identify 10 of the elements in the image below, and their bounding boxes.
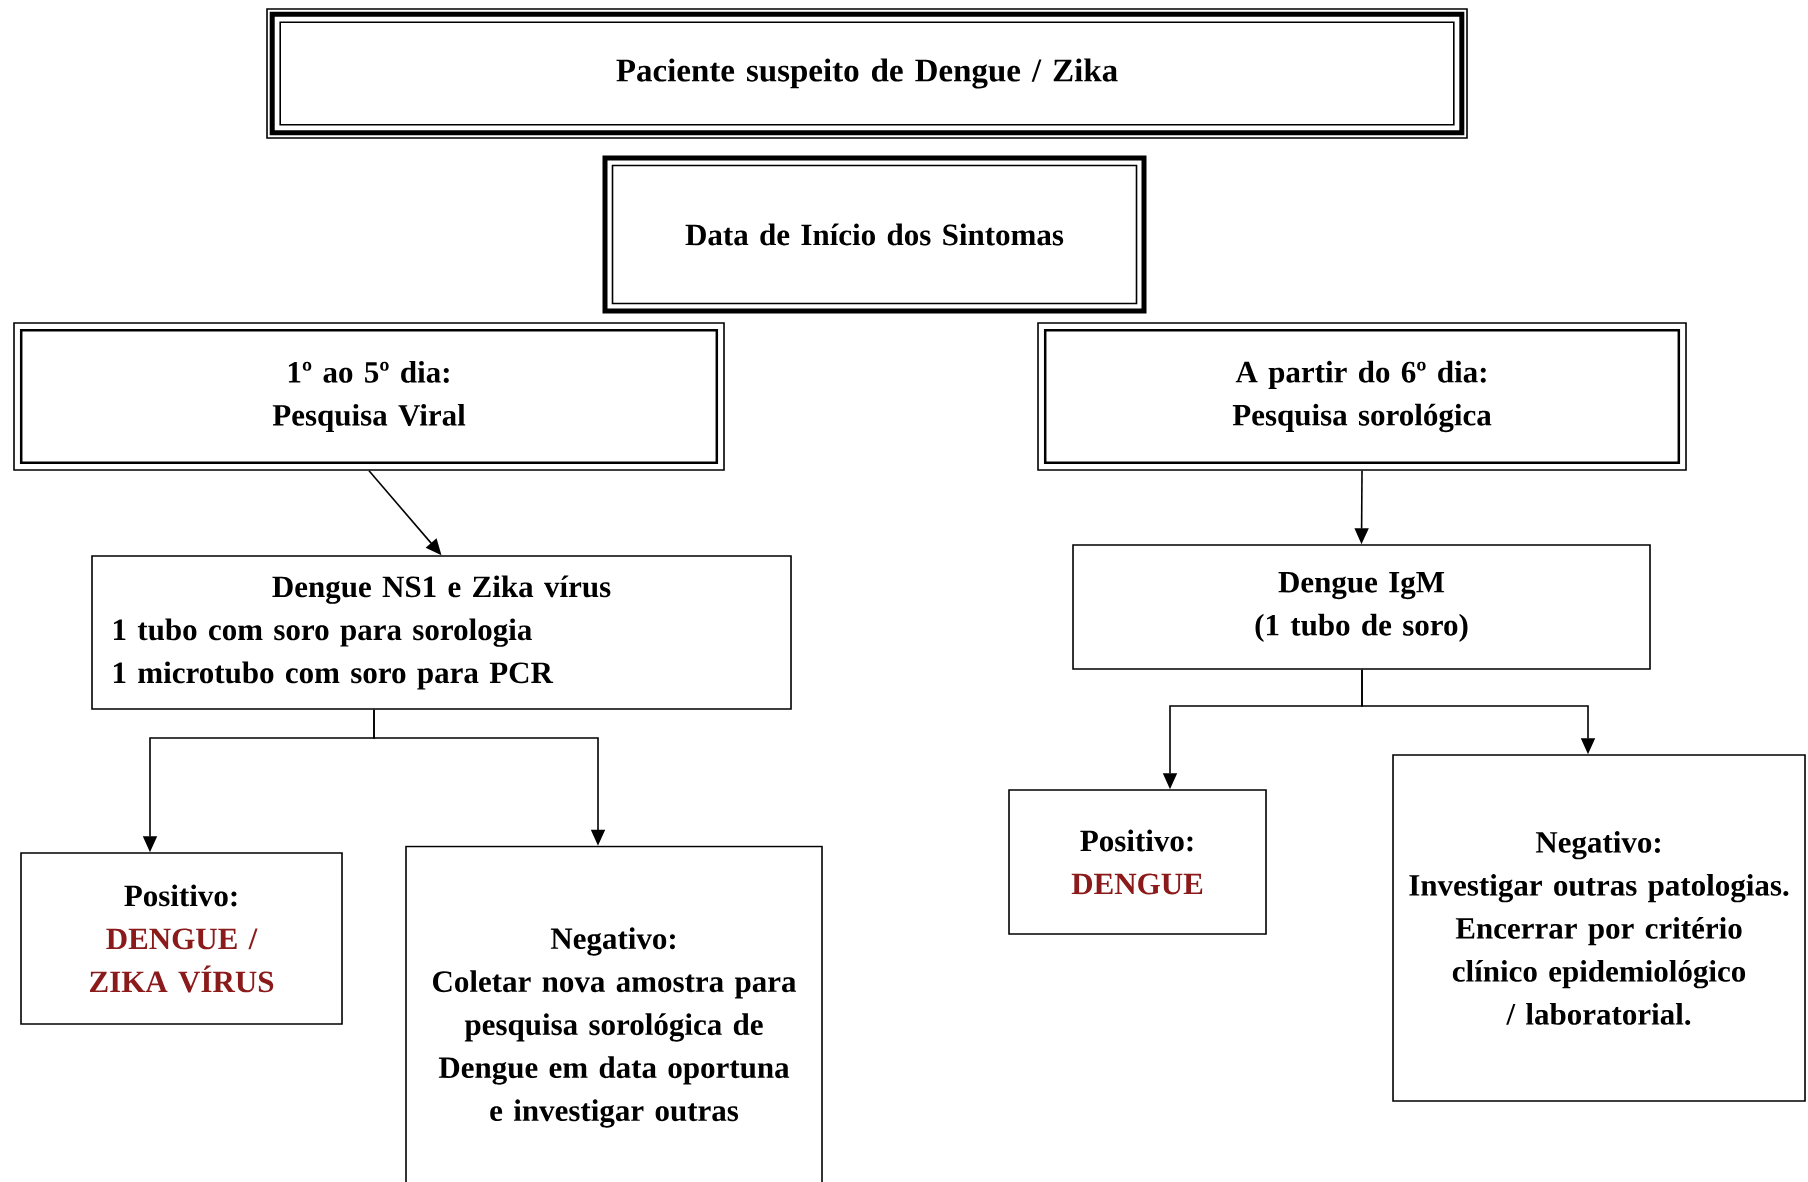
result-box: Positivo: DENGUE / ZIKA VÍRUS [20,852,343,1025]
process-box: 1º ao 5º dia: Pesquisa Viral [13,322,725,471]
process-box: Dengue IgM (1 tubo de soro) [1072,544,1651,670]
result-box: Negativo: Investigar outras patologias. Encerrar por critério clínico epidemiológico / laboratorial. [1392,754,1806,1102]
result-box: Negativo: Coletar nova amostra para pesquisa sorológica de Dengue em data oportuna e investigar outras [405,845,823,1182]
process-box: A partir do 6º dia: Pesquisa sorológica [1037,322,1687,471]
title-box: Paciente suspeito de Dengue / Zika [266,8,1468,139]
result-box: Positivo: DENGUE [1008,789,1267,935]
process-box: Data de Início dos Sintomas [602,155,1147,314]
process-box: Dengue NS1 e Zika vírus 1 tubo com soro para sorologia 1 microtubo com soro para PCR [91,555,792,710]
